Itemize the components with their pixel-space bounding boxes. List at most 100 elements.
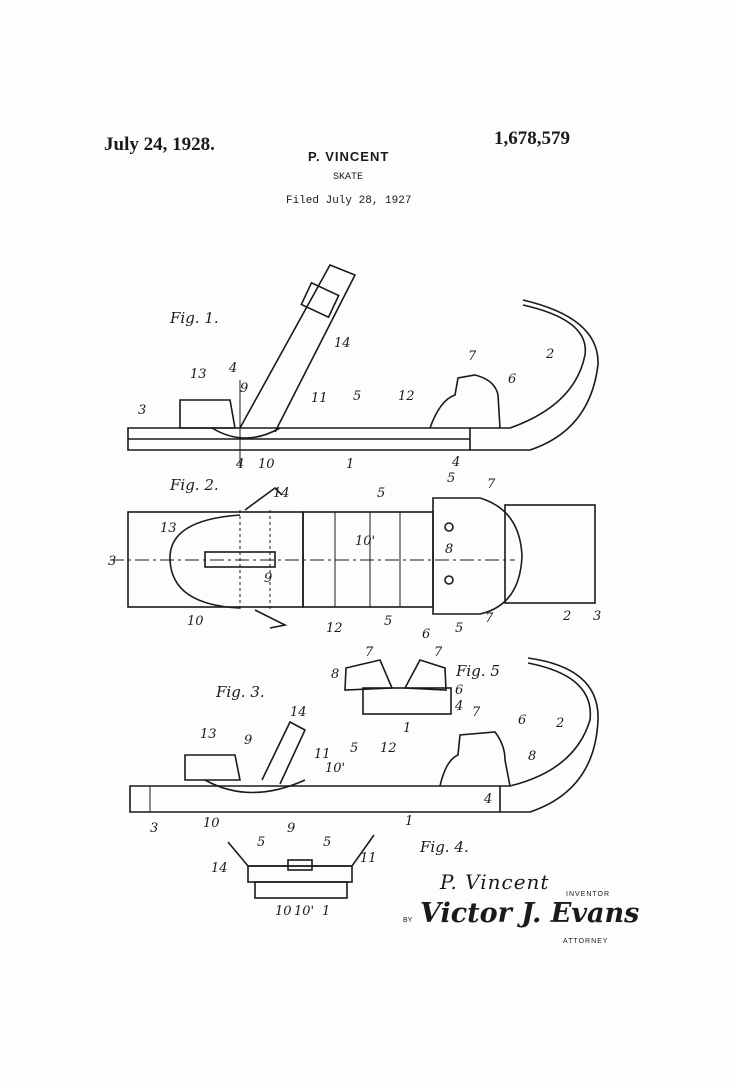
svg-text:11: 11 xyxy=(311,391,328,406)
svg-text:6: 6 xyxy=(455,683,463,698)
svg-text:2: 2 xyxy=(545,347,554,362)
svg-text:7: 7 xyxy=(468,349,477,364)
figure-1: Fig. 1. 13 4 9 3 14 11 5 xyxy=(128,265,598,472)
inventor-signature: P. Vincent xyxy=(440,870,549,894)
svg-text:10': 10' xyxy=(294,904,314,919)
svg-text:11: 11 xyxy=(360,851,377,866)
figure-5-label: Fig. 5 xyxy=(455,662,500,680)
fig3-runner-outer xyxy=(500,663,590,786)
svg-text:13: 13 xyxy=(160,521,177,536)
fig1-buckle xyxy=(301,283,338,317)
by-label: BY xyxy=(403,917,412,924)
svg-text:5: 5 xyxy=(353,389,361,404)
figure-2: Fig. 2. 13 3 5 10' 14 9 5 xyxy=(108,471,601,642)
fig2-rivet-1 xyxy=(445,523,453,531)
svg-text:9: 9 xyxy=(244,733,252,748)
svg-text:12: 12 xyxy=(326,621,343,636)
fig4-lower-plate xyxy=(255,882,347,898)
svg-text:5: 5 xyxy=(257,835,265,850)
svg-text:7: 7 xyxy=(485,611,494,626)
fig3-strap xyxy=(262,722,305,784)
svg-text:14: 14 xyxy=(290,705,307,720)
svg-text:7: 7 xyxy=(434,645,443,660)
fig3-heel-block xyxy=(185,755,240,780)
figure-3: Fig. 3. 13 9 14 11 5 12 10' 7 6 8 2 3 xyxy=(130,658,598,836)
fig2-toe-runner xyxy=(505,505,595,603)
svg-text:9: 9 xyxy=(240,381,248,396)
figure-1-label: Fig. 1. xyxy=(169,309,219,327)
attorney-signature: Victor J. Evans xyxy=(420,898,639,929)
figure-5: Fig. 5 7 7 8 6 4 1 xyxy=(331,645,500,736)
fig3-base-plate xyxy=(130,786,500,812)
fig3-toe-clamp xyxy=(440,732,510,786)
svg-text:10': 10' xyxy=(355,534,375,549)
svg-text:5: 5 xyxy=(384,614,392,629)
svg-text:6: 6 xyxy=(518,713,526,728)
svg-text:10: 10 xyxy=(275,904,292,919)
inventor-caption: INVENTOR xyxy=(566,891,610,898)
svg-text:9: 9 xyxy=(264,571,272,586)
svg-text:8: 8 xyxy=(445,542,453,557)
svg-text:12: 12 xyxy=(398,389,415,404)
svg-text:6: 6 xyxy=(422,627,430,642)
fig4-upper-plate xyxy=(248,866,352,882)
fig2-rivet-2 xyxy=(445,576,453,584)
figure-2-label: Fig. 2. xyxy=(169,476,219,494)
svg-text:4: 4 xyxy=(454,699,463,714)
svg-text:14: 14 xyxy=(273,486,290,501)
svg-text:2: 2 xyxy=(562,609,571,624)
figure-4-label: Fig. 4. xyxy=(419,838,469,856)
svg-text:10': 10' xyxy=(325,761,345,776)
fig2-labels: 13 3 5 10' 14 9 5 7 8 7 10 12 5 6 5 2 3 xyxy=(108,471,601,642)
fig1-toe-clamp xyxy=(430,375,500,428)
svg-text:5: 5 xyxy=(447,471,455,486)
svg-text:3: 3 xyxy=(593,609,601,624)
svg-text:9: 9 xyxy=(287,821,295,836)
svg-text:7: 7 xyxy=(472,705,481,720)
figure-3-label: Fig. 3. xyxy=(215,683,265,701)
attorney-caption: ATTORNEY xyxy=(563,938,608,945)
svg-text:5: 5 xyxy=(350,741,358,756)
fig1-heel-block xyxy=(180,400,235,428)
fig5-block xyxy=(363,688,451,714)
svg-text:8: 8 xyxy=(331,667,339,682)
svg-text:4: 4 xyxy=(483,792,492,807)
svg-text:1: 1 xyxy=(346,457,354,472)
svg-text:7: 7 xyxy=(487,477,496,492)
svg-text:1: 1 xyxy=(403,721,411,736)
fig5-clamp-right xyxy=(405,660,446,690)
svg-text:14: 14 xyxy=(211,861,228,876)
fig4-center-block xyxy=(288,860,312,870)
svg-text:7: 7 xyxy=(365,645,374,660)
svg-text:3: 3 xyxy=(150,821,158,836)
fig5-clamp-left xyxy=(345,660,392,690)
svg-text:1: 1 xyxy=(322,904,330,919)
svg-text:11: 11 xyxy=(314,747,331,762)
svg-text:14: 14 xyxy=(334,336,351,351)
fig2-strap-bottom xyxy=(255,610,285,628)
svg-text:13: 13 xyxy=(190,367,207,382)
fig1-runner-outer xyxy=(470,305,585,428)
svg-text:8: 8 xyxy=(528,749,536,764)
svg-text:3: 3 xyxy=(138,403,146,418)
svg-text:13: 13 xyxy=(200,727,217,742)
svg-text:2: 2 xyxy=(555,716,564,731)
svg-text:10: 10 xyxy=(187,614,204,629)
svg-text:6: 6 xyxy=(508,372,516,387)
svg-text:4: 4 xyxy=(235,457,244,472)
svg-text:10: 10 xyxy=(203,816,220,831)
svg-text:5: 5 xyxy=(323,835,331,850)
fig4-strap xyxy=(228,835,374,866)
svg-text:3: 3 xyxy=(108,554,116,569)
svg-text:4: 4 xyxy=(451,455,460,470)
svg-text:12: 12 xyxy=(380,741,397,756)
svg-text:5: 5 xyxy=(377,486,385,501)
fig1-pad xyxy=(212,428,280,438)
svg-text:5: 5 xyxy=(455,621,463,636)
svg-text:4: 4 xyxy=(228,361,237,376)
fig1-labels: 13 4 9 3 14 11 5 12 7 6 2 4 10 1 4 xyxy=(138,336,554,472)
svg-text:10: 10 xyxy=(258,457,275,472)
svg-text:1: 1 xyxy=(405,814,413,829)
fig3-labels: 13 9 14 11 5 12 10' 7 6 8 2 3 10 1 4 xyxy=(150,705,564,836)
